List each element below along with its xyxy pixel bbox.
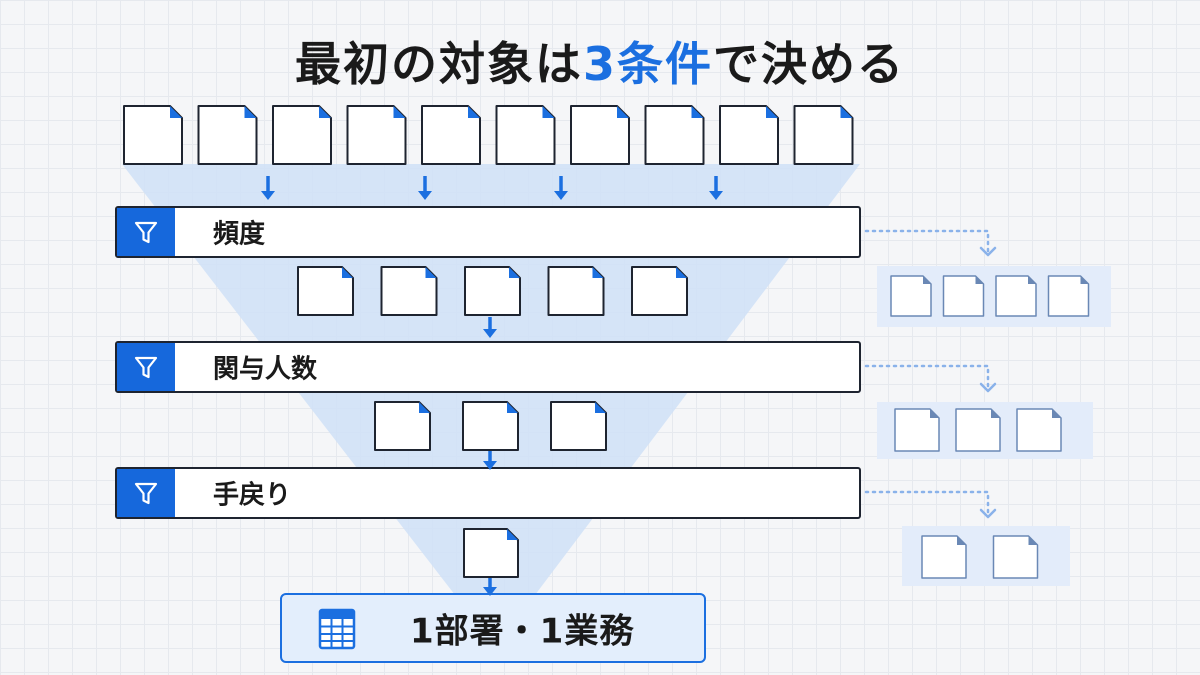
down-arrow-icon xyxy=(709,176,723,200)
funnel-filter-icon xyxy=(134,356,158,379)
document-icon xyxy=(995,275,1037,317)
title-prefix: 最初の対象は xyxy=(294,37,583,91)
funnel-filter-icon xyxy=(134,482,158,505)
filter-icon-box xyxy=(117,208,175,256)
document-icon xyxy=(272,105,332,165)
down-arrow-icon xyxy=(554,176,568,200)
filter-label-participants: 関与人数 xyxy=(213,354,318,385)
document-icon xyxy=(890,275,932,317)
document-icon xyxy=(942,275,985,317)
filter-label-frequency: 頻度 xyxy=(213,219,266,250)
document-icon xyxy=(297,266,354,316)
document-icon xyxy=(463,528,519,578)
filter-icon-box xyxy=(117,343,175,391)
document-icon xyxy=(793,105,854,165)
filter-label-rework: 手戻り xyxy=(213,480,292,511)
document-icon xyxy=(421,105,481,165)
document-icon xyxy=(374,401,431,451)
document-icon xyxy=(992,535,1039,579)
reject-arrow-icon xyxy=(864,364,997,393)
document-icon xyxy=(1047,275,1090,317)
document-icon xyxy=(1016,408,1062,452)
document-icon xyxy=(644,105,705,165)
document-icon xyxy=(547,266,605,316)
filter-icon-box xyxy=(117,469,175,517)
document-icon xyxy=(346,105,407,165)
document-icon xyxy=(495,105,556,165)
document-icon xyxy=(197,105,258,165)
spreadsheet-icon xyxy=(318,608,356,650)
document-icon xyxy=(380,266,438,316)
document-icon xyxy=(894,408,940,452)
document-icon xyxy=(955,408,1001,452)
down-arrow-icon xyxy=(261,176,275,200)
document-icon xyxy=(464,266,521,316)
document-icon xyxy=(462,401,519,451)
down-arrow-icon xyxy=(418,176,432,200)
reject-arrow-icon xyxy=(864,490,997,519)
document-icon xyxy=(921,535,967,579)
result-box: 1部署・1業務 xyxy=(280,593,706,663)
filter-bar-participants: 関与人数 xyxy=(115,341,861,393)
result-label: 1部署・1業務 xyxy=(410,611,635,652)
document-icon xyxy=(550,401,607,451)
title-highlight: 3条件 xyxy=(582,37,713,91)
filter-bar-rework: 手戻り xyxy=(115,467,861,519)
down-arrow-icon xyxy=(483,578,497,596)
filter-bar-frequency: 頻度 xyxy=(115,206,861,258)
document-icon xyxy=(719,105,779,165)
document-icon xyxy=(570,105,630,165)
reject-arrow-icon xyxy=(864,229,997,257)
page-title: 最初の対象は3条件で決める xyxy=(0,28,1200,94)
document-icon xyxy=(631,266,688,316)
document-icon xyxy=(123,105,183,165)
funnel-filter-icon xyxy=(134,221,158,244)
title-suffix: で決める xyxy=(713,37,905,91)
down-arrow-icon xyxy=(483,317,497,338)
down-arrow-icon xyxy=(483,451,497,470)
